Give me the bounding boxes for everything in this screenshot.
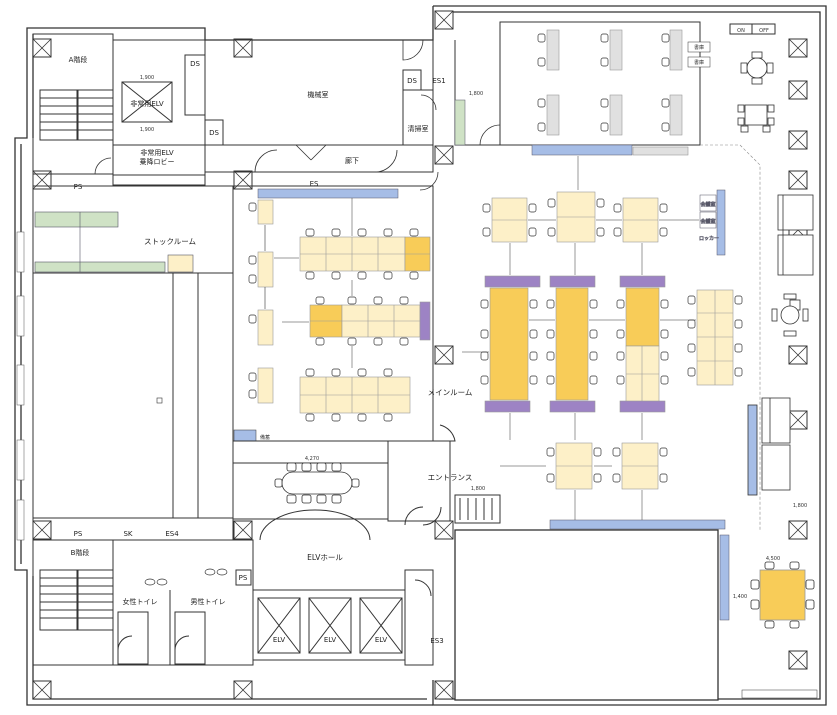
dimension-lines-lower [500, 465, 643, 520]
desk-cluster-1 [299, 236, 431, 272]
elv-2-label: ELV [324, 636, 337, 644]
meeting-table [274, 462, 360, 504]
desk-pods-top-right [491, 191, 659, 243]
chairs-right-area [480, 198, 743, 385]
door-arcs-top [94, 39, 501, 191]
es1-tag: ES1 [432, 77, 445, 85]
office-small-labels: 書庫 書庫 ON OFF [687, 28, 769, 68]
blue-partition-top [531, 144, 633, 156]
ps-tag-bottom: PS [74, 530, 83, 538]
on-tag: ON [737, 28, 745, 34]
office-shelf [454, 99, 466, 146]
elv-hall-label: ELVホール [307, 553, 343, 562]
top-left-core [32, 33, 434, 186]
elv-lobby-label-2: 乗降ロビー [140, 157, 175, 166]
es3-tag: ES3 [430, 637, 443, 645]
floor-outlet-icon [156, 397, 163, 404]
blue-partition-side [719, 534, 730, 621]
shelf-tag-2: 書庫 [694, 59, 704, 66]
sk-tag: SK [123, 530, 132, 538]
lower-pods-chairs [546, 447, 668, 483]
b-stairs-label: B階段 [71, 548, 90, 557]
right-wall-furniture [747, 194, 814, 496]
bottom-right-table [750, 561, 815, 629]
dim-1800-top: 1,800 [469, 91, 483, 97]
stock-shelves [34, 211, 194, 273]
stock-room-label: ストックルーム [144, 237, 196, 246]
elv-lobby-width-dim: 1,900 [140, 127, 154, 133]
blue-partition-bottom [549, 519, 726, 530]
bottom-core-toilets [144, 568, 228, 586]
lower-pods [555, 442, 659, 490]
long-desks-yellow [484, 275, 666, 413]
office-desks-gray [546, 29, 689, 156]
desk-cluster-2 [309, 301, 431, 341]
es4-tag: ES4 [165, 530, 179, 538]
left-desk-column [257, 199, 274, 404]
a-stairs-label: A階段 [69, 55, 88, 64]
womens-toilet-label: 女性トイレ [123, 597, 158, 606]
desk-cluster-3 [299, 376, 411, 414]
elv-3-label: ELV [375, 636, 388, 644]
diagonal-wall-line [700, 144, 761, 530]
cleaning-room-label: 清掃室 [408, 124, 429, 133]
round-table-top [740, 51, 774, 85]
bottom-left-core [32, 509, 434, 666]
elv-lobby-label-1: 非常用ELV [140, 148, 174, 157]
entrance-area [232, 440, 501, 526]
ps-tag-toilet: PS [239, 574, 248, 582]
es-partition [257, 188, 399, 199]
mens-toilet-label: 男性トイレ [191, 597, 226, 606]
machine-room-label: 機械室 [308, 90, 329, 99]
locker-tag: ロッカー [699, 236, 719, 242]
top-left-core-text: A階段 非常用ELV 1,900 1,900 非常用ELV 乗降ロビー DS D… [69, 55, 446, 191]
main-room-label: メインルーム [428, 388, 473, 397]
left-cabinet [233, 429, 257, 442]
small-storage-a: 備蓄 [260, 434, 270, 441]
desk-pod-far-right [696, 289, 734, 386]
dim-1800-right: 1,800 [793, 503, 807, 509]
off-tag: OFF [759, 28, 769, 34]
dimension-lines-left [274, 198, 353, 368]
dimension-lines-right [462, 219, 699, 440]
office-chairs [537, 33, 670, 132]
entrance-label: エントランス [428, 473, 473, 482]
void-block [454, 529, 719, 701]
ps-tag-top: PS [74, 183, 83, 191]
emergency-elv-label: 非常用ELV [130, 99, 164, 108]
ds-tag-3: DS [407, 77, 417, 85]
shelf-tag-1: 書庫 [694, 44, 704, 51]
es-tag: ES [310, 180, 319, 188]
bottom-core-text: PS SK ES4 B階段 女性トイレ 男性トイレ PS ELVホール ELV … [71, 530, 444, 645]
ds-tag-1: DS [190, 60, 200, 68]
dim-1400: 1,400 [733, 594, 747, 600]
corridor-label: 廊下 [345, 156, 359, 165]
bottom-right-ledge [741, 689, 818, 699]
square-table-top [737, 104, 775, 133]
stock-room [32, 185, 234, 541]
elv-1-label: ELV [273, 636, 286, 644]
dim-4270: 4,270 [305, 456, 319, 462]
dim-4500: 4,500 [766, 556, 780, 562]
stock-text: ストックルーム [144, 237, 196, 246]
left-window-grille [16, 231, 25, 541]
dim-1800-entrance: 1,800 [471, 486, 485, 492]
meeting-tag-2: 会議室 [700, 218, 715, 225]
side-cabinets-right: 会議室 会議室 ロッカー [699, 189, 726, 256]
elv-width-dim: 1,900 [140, 75, 154, 81]
ds-tag-2: DS [209, 129, 219, 137]
chairs-left-clusters [248, 202, 419, 422]
meeting-tag-1: 会議室 [700, 201, 715, 208]
